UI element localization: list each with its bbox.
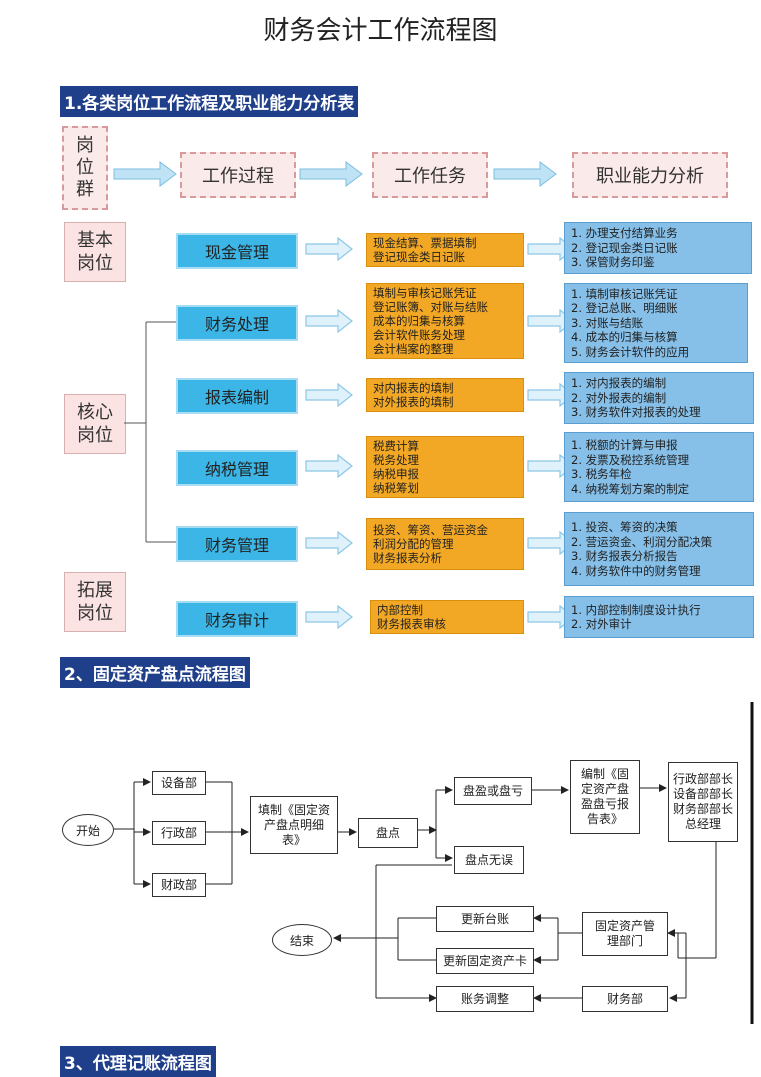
section1-heading: 1.各类岗位工作流程及职业能力分析表: [60, 86, 359, 117]
ability-item: 1. 内部控制制度设计执行: [571, 602, 701, 617]
task-item: 纳税筹划: [373, 481, 419, 495]
core-bracket: [124, 321, 176, 543]
node-end: 结束: [272, 924, 332, 956]
ability-item: 3. 对账与结账: [571, 315, 644, 330]
node-approvers: 行政部部长 设备部部长 财务部部长 总经理: [668, 762, 738, 842]
approver-item: 总经理: [684, 817, 721, 831]
node-start: 开始: [62, 814, 114, 846]
ability-item: 2. 发票及税控系统管理: [571, 452, 690, 467]
node-admin-dept: 行政部: [152, 821, 206, 845]
node-surplus-loss: 盘盈或盘亏: [454, 777, 532, 805]
ability-item: 3. 税务年检: [571, 467, 632, 481]
task-item: 税务处理: [373, 453, 419, 467]
ability-item: 2. 登记总账、明细账: [571, 301, 678, 316]
ability-item: 2. 营运资金、利润分配决策: [571, 534, 713, 549]
section2-heading: 2、固定资产盘点流程图: [60, 657, 250, 688]
tasks-row-6: 内部控制 财务报表审核: [370, 600, 524, 634]
node-finance-department: 财务部: [582, 986, 668, 1012]
ability-item: 1. 办理支付结算业务: [571, 226, 678, 241]
header-work-process: 工作过程: [180, 152, 296, 198]
tasks-row-4: 税费计算 税务处理 纳税申报 纳税筹划: [366, 436, 524, 498]
ability-item: 3. 财务报表分析报告: [571, 549, 678, 563]
ability-item: 3. 财务软件对报表的处理: [571, 405, 701, 420]
ability-item: 2. 对外审计: [571, 617, 632, 631]
tasks-row-2: 填制与审核记账凭证 登记账簿、对账与结账 成本的归集与核算 会计软件账务处理 会…: [366, 283, 524, 359]
task-item: 利润分配的管理: [373, 537, 454, 551]
ability-item: 2. 登记现金类日记账: [571, 240, 678, 255]
ability-item: 4. 成本的归集与核算: [571, 330, 678, 345]
process-accounting: 财务处理: [176, 305, 298, 341]
abilities-row-1: 1. 办理支付结算业务 2. 登记现金类日记账 3. 保管财务印鉴: [564, 222, 752, 274]
tasks-row-1: 现金结算、票据填制 登记现金类日记账: [366, 233, 524, 267]
approver-item: 财务部部长: [672, 802, 733, 816]
task-item: 对内报表的填制: [373, 381, 454, 395]
node-update-asset-card: 更新固定资产卡: [436, 948, 534, 974]
approver-item: 行政部部长: [672, 772, 733, 786]
task-item: 会计档案的整理: [373, 342, 454, 356]
task-item: 投资、筹资、营运资金: [373, 523, 488, 537]
node-fill-inventory-form: 填制《固定资产盘点明细表》: [250, 796, 338, 854]
task-item: 税费计算: [373, 439, 419, 453]
abilities-row-2: 1. 填制审核记账凭证 2. 登记总账、明细账 3. 对账与结账 4. 成本的归…: [564, 283, 748, 363]
node-no-error: 盘点无误: [454, 846, 524, 874]
page-title: 财务会计工作流程图: [263, 16, 498, 46]
ability-item: 5. 财务会计软件的应用: [571, 344, 690, 359]
process-tax-management: 纳税管理: [176, 450, 298, 486]
abilities-row-6: 1. 内部控制制度设计执行 2. 对外审计: [564, 596, 754, 638]
section3-heading-clip: 3、代理记账流程图: [60, 1046, 240, 1077]
header-work-task: 工作任务: [372, 152, 488, 198]
task-item: 登记现金类日记账: [373, 250, 465, 264]
header-arrow-3: [493, 161, 557, 187]
header-ability-analysis: 职业能力分析: [572, 152, 728, 198]
approver-item: 设备部部长: [672, 787, 733, 801]
node-update-ledger: 更新台账: [436, 906, 534, 932]
task-item: 成本的归集与核算: [373, 314, 465, 328]
node-asset-management-dept: 固定资产管理部门: [582, 912, 668, 956]
abilities-row-5: 1. 投资、筹资的决策 2. 营运资金、利润分配决策 3. 财务报表分析报告 4…: [564, 512, 754, 586]
node-account-adjustment: 账务调整: [436, 986, 534, 1012]
ability-item: 1. 对内报表的编制: [571, 376, 667, 391]
abilities-row-4: 1. 税额的计算与申报 2. 发票及税控系统管理 3. 税务年检 4. 纳税筹划…: [564, 432, 754, 502]
node-count: 盘点: [358, 818, 418, 848]
ability-item: 4. 财务软件中的财务管理: [571, 563, 701, 578]
node-prepare-report: 编制《固定资产盘盈盘亏报告表》: [570, 760, 640, 834]
group-core-post: 核心 岗位: [64, 394, 126, 454]
node-equipment-dept: 设备部: [152, 771, 206, 795]
task-item: 内部控制: [377, 603, 423, 617]
node-finance-dept: 财政部: [152, 873, 206, 897]
header-arrow-1: [113, 161, 177, 187]
task-item: 现金结算、票据填制: [373, 236, 477, 250]
header-job-group: 岗 位 群: [62, 126, 108, 210]
process-financial-audit: 财务审计: [176, 601, 298, 637]
task-item: 填制与审核记账凭证: [373, 286, 477, 300]
task-item: 对外报表的填制: [373, 395, 454, 409]
figure1-connectors: [113, 161, 575, 629]
process-financial-management: 财务管理: [176, 526, 298, 562]
ability-item: 1. 填制审核记账凭证: [571, 286, 678, 301]
abilities-row-3: 1. 对内报表的编制 2. 对外报表的编制 3. 财务软件对报表的处理: [564, 372, 754, 424]
header-arrow-2: [299, 161, 363, 187]
ability-item: 1. 税额的计算与申报: [571, 438, 678, 452]
tasks-row-3: 对内报表的填制 对外报表的填制: [366, 378, 524, 412]
ability-item: 4. 纳税筹划方案的制定: [571, 481, 690, 496]
task-item: 会计软件账务处理: [373, 328, 465, 342]
section3-heading: 3、代理记账流程图: [60, 1046, 216, 1077]
group-extended-post: 拓展 岗位: [64, 572, 126, 632]
process-report-preparation: 报表编制: [176, 378, 298, 414]
tasks-row-5: 投资、筹资、营运资金 利润分配的管理 财务报表分析: [366, 518, 524, 570]
task-item: 财务报表分析: [373, 551, 442, 565]
ability-item: 2. 对外报表的编制: [571, 390, 667, 405]
task-item: 财务报表审核: [377, 617, 446, 631]
ability-item: 3. 保管财务印鉴: [571, 255, 655, 270]
task-item: 登记账簿、对账与结账: [373, 300, 488, 314]
task-item: 纳税申报: [373, 467, 419, 481]
process-cash-management: 现金管理: [176, 233, 298, 269]
ability-item: 1. 投资、筹资的决策: [571, 520, 678, 534]
group-basic-post: 基本 岗位: [64, 222, 126, 282]
